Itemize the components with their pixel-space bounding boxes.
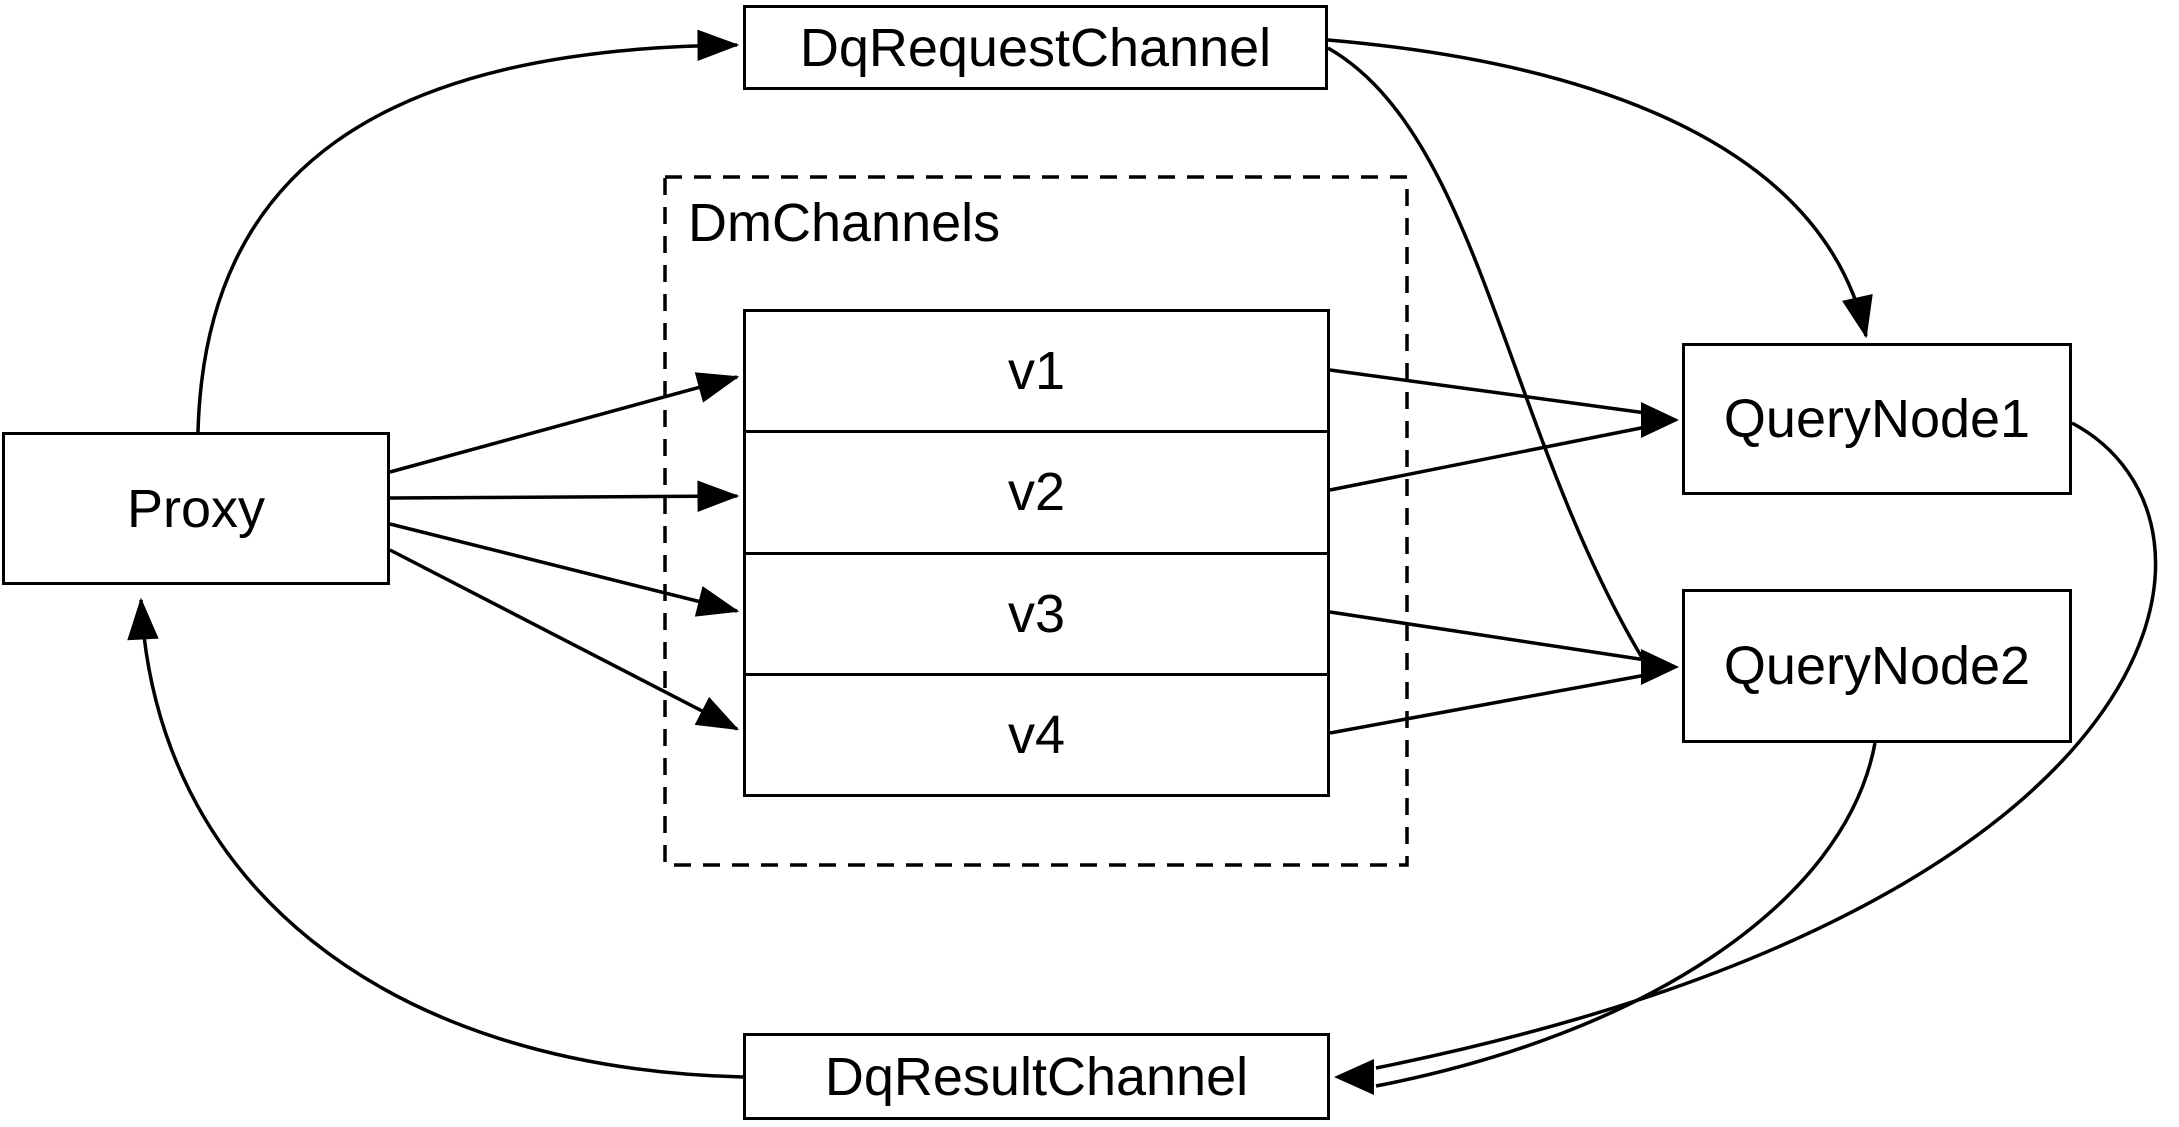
channel-row-v4: v4 bbox=[746, 672, 1327, 794]
node-query-node-1: QueryNode1 bbox=[1682, 343, 2072, 495]
edge-v2-to-querynode1 bbox=[1329, 425, 1647, 492]
arrowhead-into-querynode1-left bbox=[1641, 402, 1679, 438]
node-query-node-1-label: QueryNode1 bbox=[1723, 389, 2031, 449]
edge-dqrequestchannel-to-querynode2 bbox=[1327, 46, 1646, 662]
arrowhead-into-dqresultchannel-right bbox=[1334, 1059, 1374, 1095]
channel-row-v3-label: v3 bbox=[1007, 583, 1066, 644]
edge-dqrequestchannel-to-querynode1 bbox=[1327, 38, 1873, 339]
arrowhead-into-querynode2-left bbox=[1641, 649, 1679, 685]
node-dm-channel-stack: v1 v2 v3 v4 bbox=[743, 309, 1330, 797]
channel-row-v2-label: v2 bbox=[1007, 462, 1066, 523]
node-proxy: Proxy bbox=[2, 432, 390, 585]
node-query-node-2: QueryNode2 bbox=[1682, 589, 2072, 743]
edge-proxy-to-v2 bbox=[389, 480, 740, 512]
edge-proxy-to-dqrequestchannel bbox=[196, 29, 740, 433]
edge-v4-to-querynode2 bbox=[1329, 673, 1647, 735]
node-dq-request-channel-label: DqRequestChannel bbox=[799, 17, 1272, 78]
channel-row-v4-label: v4 bbox=[1007, 704, 1066, 765]
edge-v1-to-querynode1 bbox=[1329, 368, 1647, 415]
channel-row-v1: v1 bbox=[746, 312, 1327, 430]
node-dq-result-channel: DqResultChannel bbox=[743, 1033, 1330, 1120]
channel-row-v1-label: v1 bbox=[1007, 341, 1066, 402]
node-query-node-2-label: QueryNode2 bbox=[1723, 636, 2031, 696]
channel-row-v3: v3 bbox=[746, 551, 1327, 673]
node-dq-request-channel: DqRequestChannel bbox=[743, 5, 1328, 90]
node-proxy-label: Proxy bbox=[126, 478, 266, 539]
node-dq-result-channel-label: DqResultChannel bbox=[824, 1046, 1249, 1107]
edge-dqresultchannel-to-proxy bbox=[127, 597, 744, 1079]
edge-proxy-to-v3 bbox=[389, 522, 740, 617]
edge-querynode2-to-dqresultchannel bbox=[1375, 742, 1877, 1088]
dm-channels-dashed-border bbox=[663, 175, 1409, 867]
channel-row-v2: v2 bbox=[746, 430, 1327, 551]
dm-channels-group-label: DmChannels bbox=[688, 193, 1001, 253]
edge-proxy-to-v1 bbox=[389, 372, 740, 474]
edge-querynode1-to-dqresultchannel bbox=[1375, 421, 2158, 1070]
edge-proxy-to-v4 bbox=[389, 548, 740, 731]
edge-v3-to-querynode2 bbox=[1329, 610, 1647, 662]
